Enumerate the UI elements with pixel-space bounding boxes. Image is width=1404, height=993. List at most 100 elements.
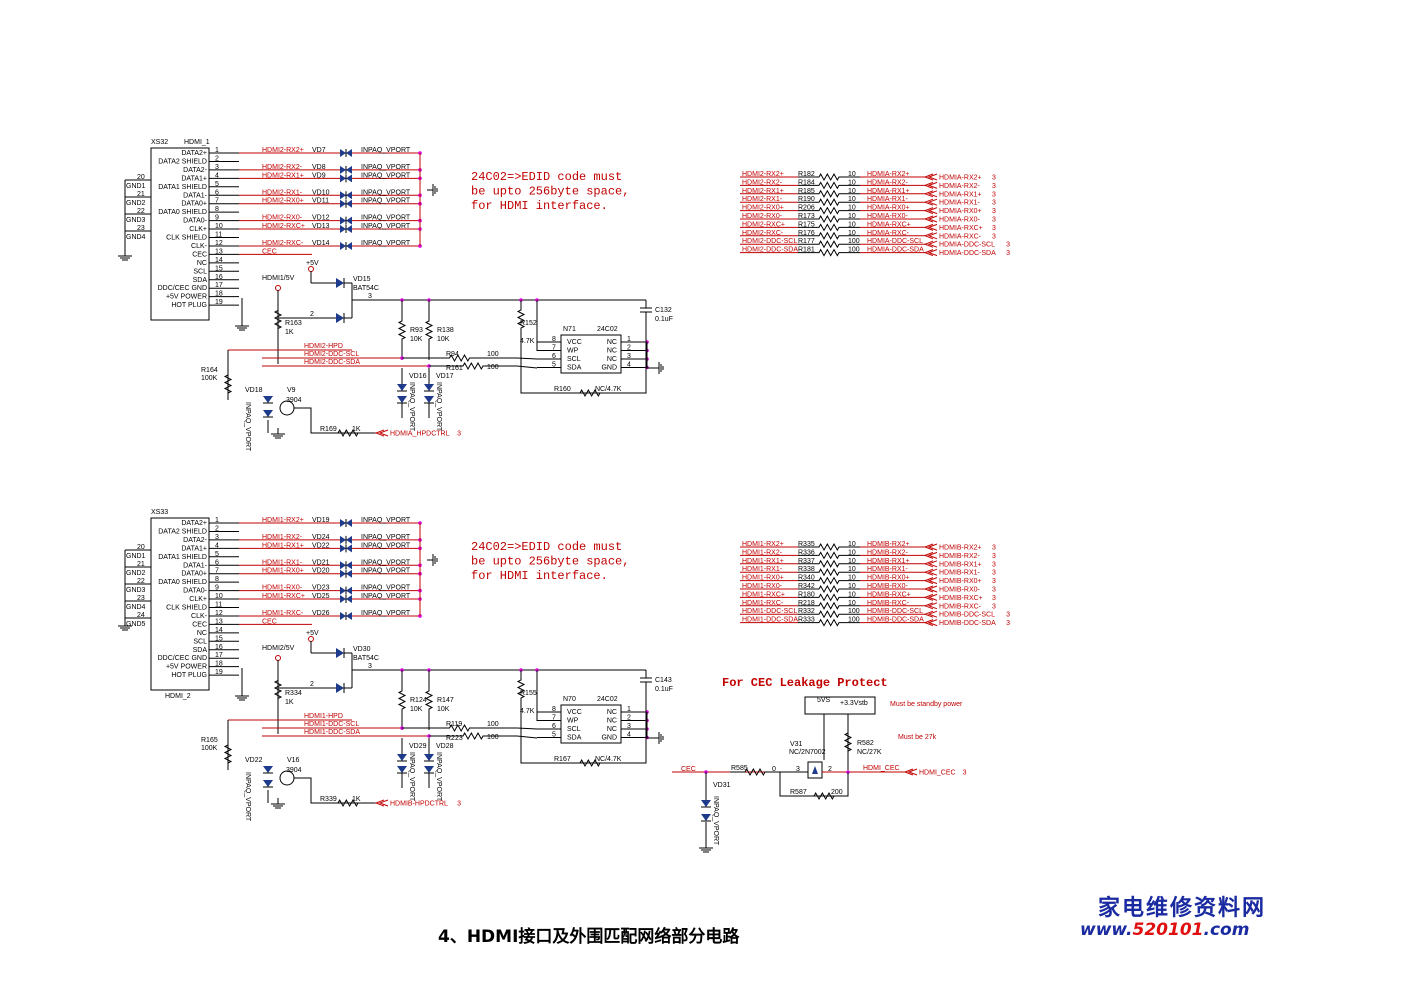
rnet-port-arrow <box>923 223 934 231</box>
rnet-value: 10 <box>848 213 856 220</box>
rnet-ref: R336 <box>798 549 815 556</box>
rnet-port-arrow <box>923 232 934 240</box>
rnet-value: 10 <box>848 591 856 598</box>
tvs-ref: VD20 <box>312 568 330 575</box>
diode-value: BAT54C <box>353 655 379 662</box>
rnet-input-net: HDMI1-RX2- <box>742 549 783 556</box>
supply-terminal <box>308 636 314 642</box>
rnet-port-arrow <box>927 568 938 576</box>
supply-terminal <box>275 655 281 661</box>
resistor <box>320 798 376 808</box>
tvs-ref: VD22 <box>312 542 330 549</box>
tvs-ref: VD18 <box>245 387 263 394</box>
resistor <box>397 670 407 730</box>
pin-number: 7 <box>215 568 219 575</box>
rnet-value: 10 <box>848 566 856 573</box>
pin-number: 9 <box>215 215 219 222</box>
resistor-value: NC/4.7K <box>595 756 622 763</box>
resistor <box>798 618 860 627</box>
connector-pin-label: DATA0+ <box>181 201 207 208</box>
rnet-port-arrow <box>923 585 934 593</box>
resistor <box>560 758 620 768</box>
tvs-diode <box>340 216 346 225</box>
rnet-ref: R342 <box>798 583 815 590</box>
tvs-ref: VD11 <box>312 198 329 205</box>
rnet-port-sheet: 3 <box>1006 620 1010 627</box>
rnet-port-label: HDMIB-RX1+ <box>939 561 982 568</box>
tvs-ref: VD28 <box>436 743 454 750</box>
rnet-ref: R333 <box>798 617 815 624</box>
net-label: HDMI1-RX2+ <box>262 517 304 524</box>
rnet-output-net: HDMIA-RXC- <box>867 230 910 237</box>
rnet-output-net: HDMIB-RXC- <box>867 600 910 607</box>
supply-label: +5V <box>306 260 319 267</box>
rnet-output-net: HDMIA-RXC+ <box>867 221 911 228</box>
pin-number: 2 <box>215 525 219 532</box>
tvs-diode <box>346 165 352 174</box>
rnet-input-net: HDMI2-RX0- <box>742 213 783 220</box>
pin-number: 6 <box>215 189 219 196</box>
rnet-port-label: HDMIA-RX2- <box>939 183 981 190</box>
net-label: HDMI2-RX1- <box>262 189 303 196</box>
pin-number: 1 <box>215 147 219 154</box>
hpdctrl-port-arrow <box>378 799 389 807</box>
resistor-ref: R164 <box>201 367 218 374</box>
pin-number: 10 <box>215 223 223 230</box>
rnet-ref: R184 <box>798 179 815 186</box>
eeprom-pin-right: NC <box>607 726 617 733</box>
pin-number: 19 <box>215 299 223 306</box>
pin-number: 1 <box>627 336 631 343</box>
rnet-port-arrow <box>927 249 938 257</box>
resistor-ref: R147 <box>437 697 454 704</box>
resistor <box>273 301 283 338</box>
rnet-port-sheet: 3 <box>992 603 996 610</box>
rnet-port-label: HDMIB-RXC+ <box>939 595 983 602</box>
tvs-diode <box>424 766 434 773</box>
resistor-ref: R334 <box>285 690 302 697</box>
resistor <box>223 738 233 770</box>
pin-number: 13 <box>215 248 223 255</box>
connector-pin-label: CLK- <box>191 243 208 250</box>
pin-number: 8 <box>215 576 219 583</box>
diode <box>336 278 344 288</box>
tvs-ref: VD16 <box>409 373 427 380</box>
rnet-output-net: HDMIB-RX2- <box>867 549 909 556</box>
rnet-port-arrow <box>927 593 938 601</box>
pin-number: 4 <box>215 172 219 179</box>
connector-pin-label: CLK+ <box>189 226 207 233</box>
resistor <box>798 551 860 560</box>
resistor <box>516 300 526 338</box>
connector-pin-label: DATA2+ <box>181 520 207 527</box>
gnd-pin-number: 22 <box>137 208 145 215</box>
gnd-pin-number: 20 <box>137 544 145 551</box>
gnd-pin-label: GND1 <box>126 183 146 190</box>
watermark-title: 家电维修资料网 <box>1098 895 1267 921</box>
tvs-label: INPAQ_VPORT <box>361 534 411 541</box>
diode <box>336 648 344 658</box>
rnet-port-arrow <box>923 560 934 568</box>
rnet-port-sheet: 3 <box>992 200 996 207</box>
resistor <box>798 214 860 224</box>
connector-pin-label: SCL <box>193 268 207 275</box>
tvs-diode <box>424 396 434 403</box>
mosfet-diode <box>812 766 818 774</box>
resistor <box>798 584 860 594</box>
net-label: HDMI1-RXC+ <box>262 593 305 600</box>
connector-pin-label: NC <box>197 260 207 267</box>
resistor <box>798 231 860 240</box>
pin-number: 11 <box>215 602 222 609</box>
connector-pin-label: DATA2 SHIELD <box>158 158 207 165</box>
diode <box>336 313 344 323</box>
rnet-input-net: HDMI1-RX2+ <box>742 541 784 548</box>
pin-number: 4 <box>627 732 631 739</box>
resistor <box>798 559 860 568</box>
resistor-ref: R152 <box>520 320 537 327</box>
pin-number: 8 <box>552 706 556 713</box>
rnet-port-label: HDMIA-RXC+ <box>939 225 983 232</box>
net-label: CEC <box>262 618 277 625</box>
gnd-pin-label: GND3 <box>126 587 146 594</box>
tvs-ref: VD10 <box>312 189 330 196</box>
pin-number: 3 <box>627 353 631 360</box>
net-label: HDMI2-RX0+ <box>262 198 304 205</box>
tvs-ref: VD19 <box>312 517 330 524</box>
